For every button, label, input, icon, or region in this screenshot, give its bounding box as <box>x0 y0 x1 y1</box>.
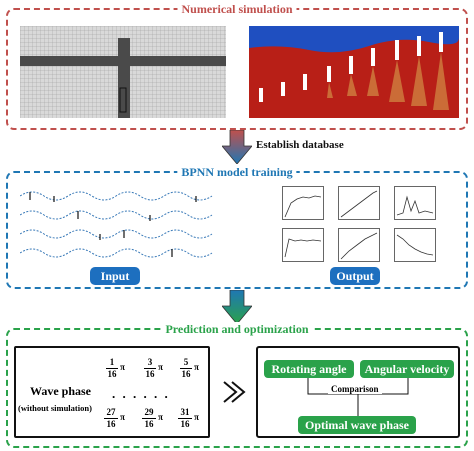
chevron-right-icon <box>223 381 246 403</box>
angular-velocity-box: Angular velocity <box>360 360 454 378</box>
comparison-connector <box>307 378 409 416</box>
ellipsis-dots: . . . . . . <box>112 386 170 401</box>
output-plots <box>276 184 446 264</box>
bpnn-training-title: BPNN model training <box>177 165 297 180</box>
cfd-snapshot-image <box>249 26 459 118</box>
mesh-vertical-band <box>118 38 130 118</box>
comparison-label: Comparison <box>328 384 382 394</box>
prediction-arrow <box>222 290 252 324</box>
without-simulation-label: (without simulation) <box>18 403 92 413</box>
output-plot-6 <box>394 228 436 262</box>
output-plot-1 <box>282 186 324 220</box>
numerical-simulation-title: Numerical simulation <box>177 2 297 17</box>
wave-phase-label: Wave phase <box>30 384 92 398</box>
rotating-angle-box: Rotating angle <box>264 360 354 378</box>
prediction-optimization-title: Prediction and optimization <box>161 322 313 337</box>
establish-database-arrow <box>222 130 252 164</box>
input-label-box: Input <box>90 267 140 285</box>
mesh-image <box>20 26 226 118</box>
input-wave-signals <box>20 191 213 258</box>
output-label-box: Output <box>330 267 380 285</box>
output-plot-4 <box>282 228 324 262</box>
output-plot-3 <box>394 186 436 220</box>
projectile-sequence <box>259 32 449 110</box>
results-box: Rotating angle Angular velocity Comparis… <box>256 346 460 438</box>
optimal-wave-phase-box: Optimal wave phase <box>298 416 416 434</box>
output-plot-5 <box>338 228 380 262</box>
establish-database-label: Establish database <box>256 139 344 151</box>
output-plot-2 <box>338 186 380 220</box>
